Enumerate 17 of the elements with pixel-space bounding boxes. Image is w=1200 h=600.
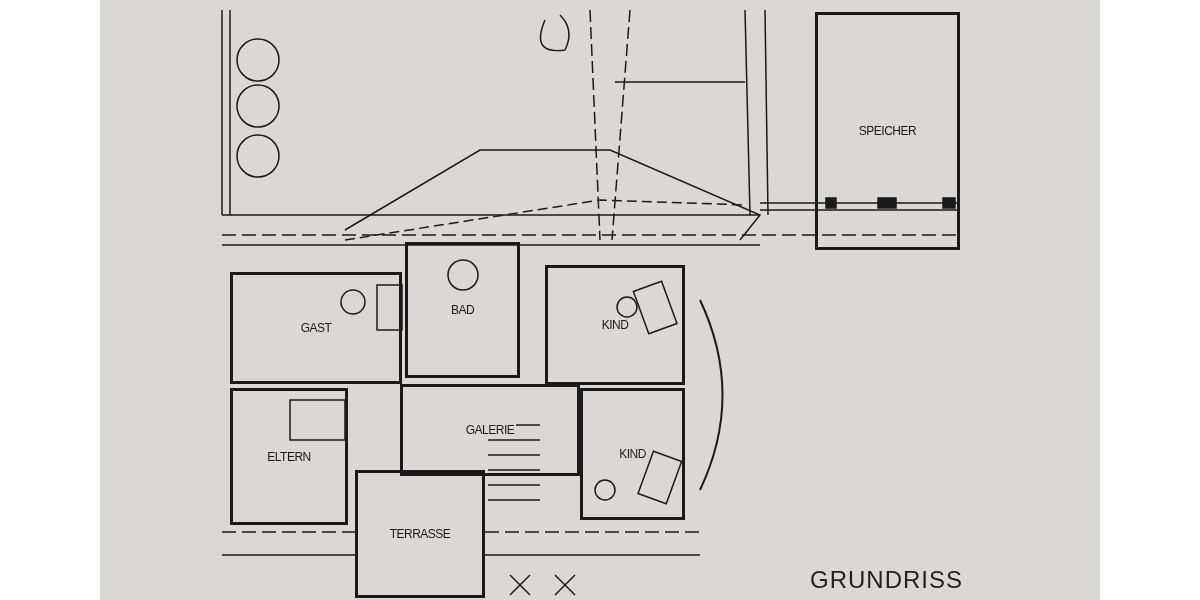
room-outline (400, 384, 580, 476)
room-outline (355, 470, 485, 598)
room-name: GAST (298, 321, 334, 335)
room-name: TERRASSE (387, 527, 453, 541)
room-name: SPEICHER (856, 124, 919, 138)
room-name: GALERIE (463, 423, 517, 437)
room-outline (230, 388, 348, 525)
room-outline (580, 388, 685, 520)
room-name: ELTERN (265, 449, 313, 464)
room-name: BAD (448, 303, 477, 317)
room-outline (405, 242, 520, 378)
room-outline (815, 12, 960, 250)
room-name: KIND (599, 318, 631, 332)
room-name: KIND (617, 447, 648, 461)
room-outline (545, 265, 685, 385)
drawing-caption: GRUNDRISS (810, 566, 963, 594)
room-outline (230, 272, 402, 384)
